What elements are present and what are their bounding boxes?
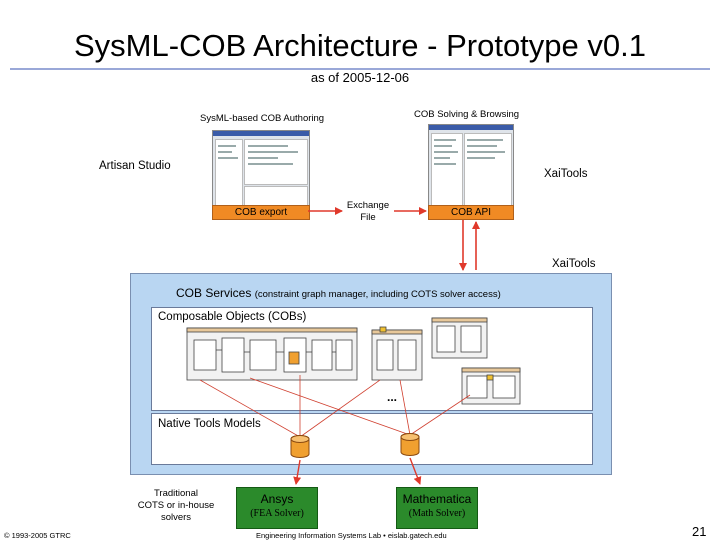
slide-title: SysML-COB Architecture - Prototype v0.1 [74,28,646,63]
exchange-file-line2: File [360,212,376,223]
mathematica-model-database-icon [400,433,420,456]
cob-diagram-3 [431,317,488,359]
exchange-file-line1: Exchange [346,200,390,211]
cots-line2: COTS or in-house [137,500,215,511]
ansys-solver-box: Ansys (FEA Solver) [236,487,318,529]
cob-to-native-lines [199,375,471,438]
page-number: 21 [692,524,707,539]
mathematica-name: Mathematica [402,492,472,506]
exchange-file: Exchange File [344,200,392,224]
composable-objects-label: Composable Objects (COBs) [158,311,307,323]
xaitools-services-label: XaiTools [552,258,596,270]
title-divider [10,68,710,70]
browsing-label: COB Solving & Browsing [414,109,520,120]
cots-line1: Traditional [153,488,198,499]
mathematica-arrow [409,457,422,485]
cots-line3: solvers [160,512,192,523]
authoring-label: SysML-based COB Authoring [200,113,325,124]
mathematica-role: (Math Solver) [408,508,466,519]
xaitools-tool-label: XaiTools [544,168,588,180]
cob-diagram-4 [461,367,521,405]
mathematica-solver-box: Mathematica (Math Solver) [396,487,478,529]
artisan-studio-label: Artisan Studio [99,160,171,172]
ansys-name: Ansys [260,492,294,506]
ansys-arrow [293,459,302,485]
cob-ellipsis: ... [387,390,398,404]
ansys-model-database-icon [290,435,310,458]
cob-api-box: COB API [428,205,514,220]
native-tools-label: Native Tools Models [158,418,261,430]
slide-subtitle: as of 2005-12-06 [310,70,410,85]
ansys-role: (FEA Solver) [250,508,304,519]
copyright: © 1993-2005 GTRC [4,531,71,540]
cob-services-heading: COB Services [176,286,252,300]
cob-diagram-2 [371,326,423,381]
footer-text: Engineering Information Systems Lab • ei… [256,531,447,540]
cob-export-box: COB export [212,205,310,220]
cob-services-title: COB Services (constraint graph manager, … [176,286,501,300]
cob-diagram-1 [186,327,358,381]
xaitools-screenshot [428,124,514,214]
cots-solvers-label: Traditional COTS or in-house solvers [130,488,222,524]
cob-services-detail: (constraint graph manager, including COT… [254,289,501,300]
